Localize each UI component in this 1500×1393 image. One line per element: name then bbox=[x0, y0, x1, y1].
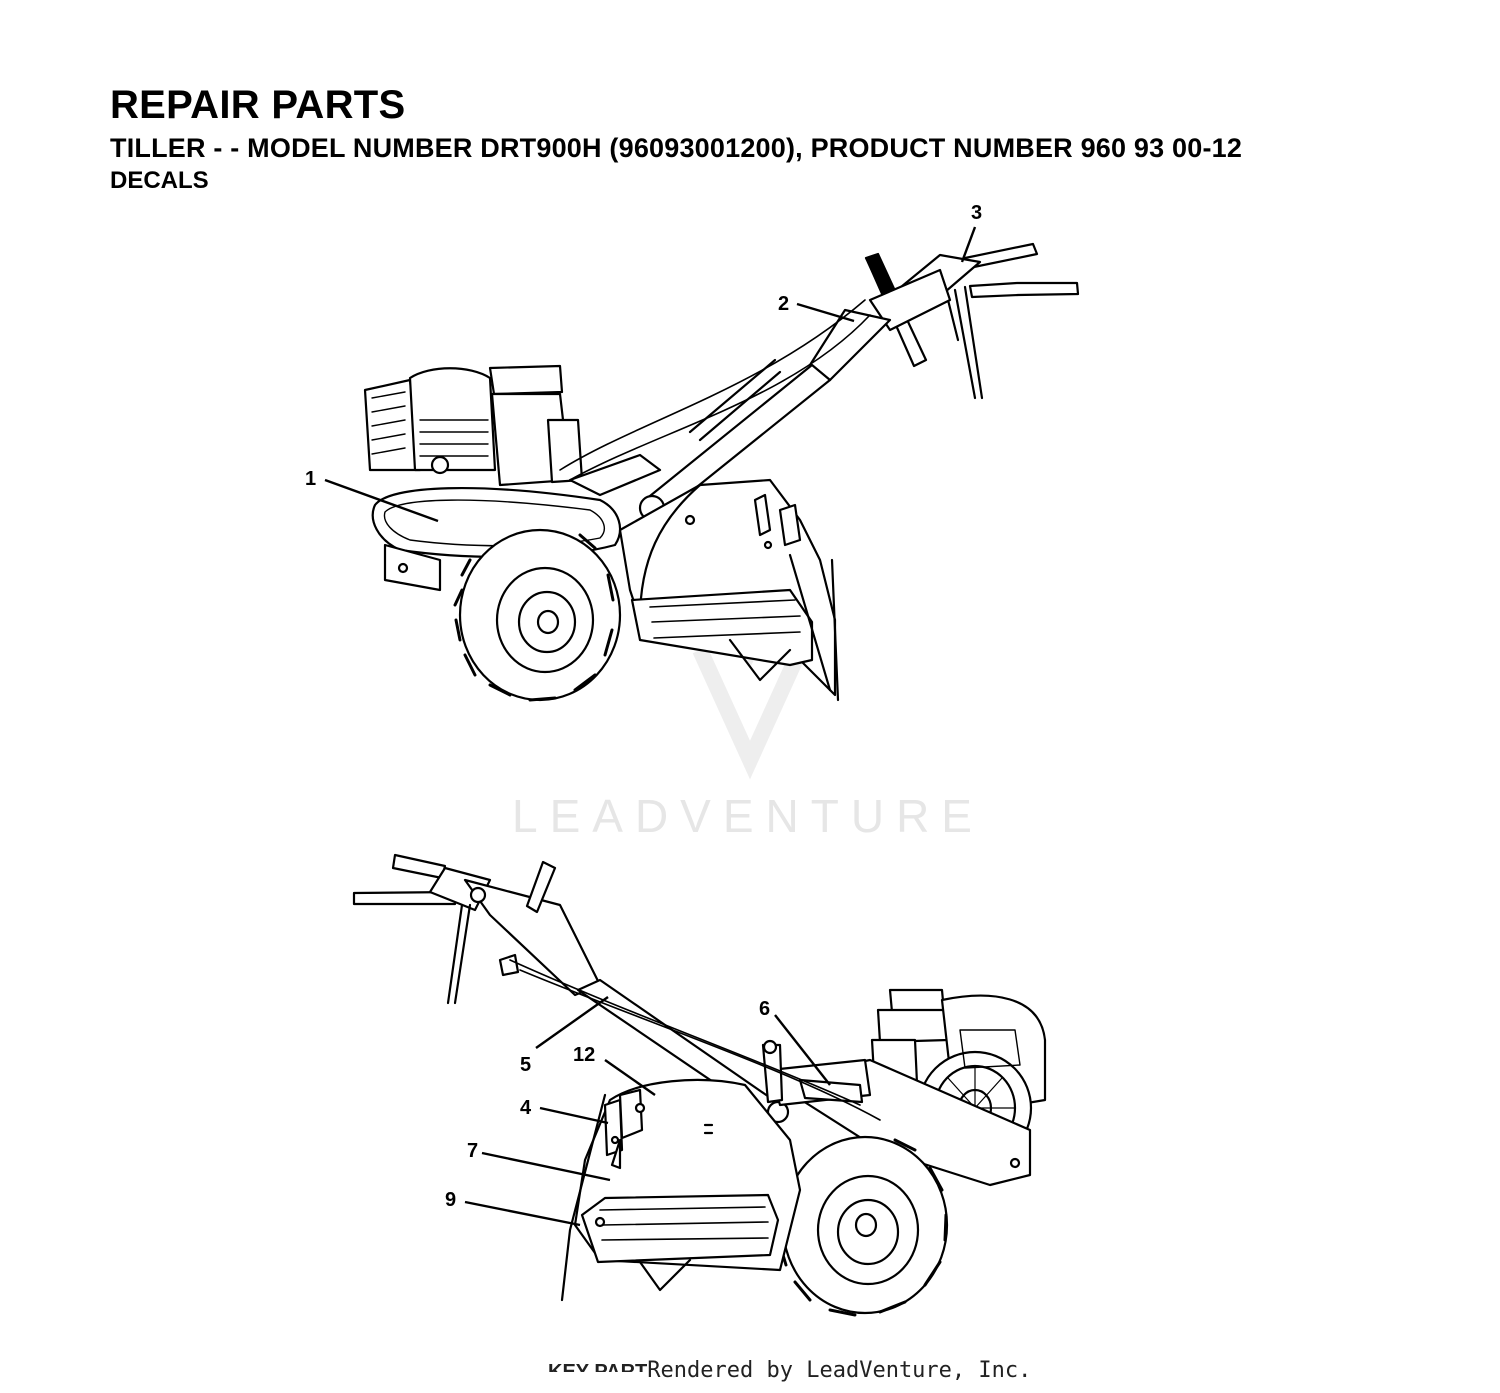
handlebar-top bbox=[638, 242, 1080, 522]
leader-lines-top bbox=[324, 226, 977, 523]
footer: KEY PARTRendered by LeadVenture, Inc. bbox=[548, 1358, 1031, 1383]
leader-lines-bottom bbox=[464, 996, 831, 1227]
callout-6: 6 bbox=[759, 998, 770, 1020]
footer-rendered-by: Rendered by LeadVenture, Inc. bbox=[647, 1358, 1032, 1383]
callout-labels: 1 2 3 4 5 6 7 9 12 bbox=[305, 202, 982, 1211]
callout-7: 7 bbox=[467, 1140, 478, 1162]
page-header: REPAIR PARTS TILLER - - MODEL NUMBER DRT… bbox=[110, 82, 1242, 196]
wheel-top bbox=[453, 528, 622, 702]
tiller-bottom-view bbox=[352, 853, 1047, 1317]
callout-3: 3 bbox=[971, 202, 982, 224]
tine-hood-top bbox=[568, 453, 840, 702]
callout-1: 1 bbox=[305, 468, 316, 490]
tine-hood-bottom bbox=[560, 1078, 802, 1302]
tiller-top-view bbox=[363, 242, 1080, 702]
page-subtitle: TILLER - - MODEL NUMBER DRT900H (9609300… bbox=[110, 133, 1243, 163]
frame-bottom bbox=[761, 1039, 1032, 1187]
callout-9: 9 bbox=[445, 1189, 456, 1211]
callout-5: 5 bbox=[520, 1054, 531, 1076]
callout-2: 2 bbox=[778, 293, 789, 315]
watermark-text: LEADVENTURE bbox=[512, 790, 984, 842]
engine-top bbox=[363, 364, 584, 487]
wheel-bottom bbox=[776, 1135, 949, 1317]
page-title: REPAIR PARTS bbox=[110, 83, 406, 127]
callout-4: 4 bbox=[520, 1097, 532, 1119]
section-title: DECALS bbox=[110, 167, 209, 194]
footer-cut-text: KEY PART bbox=[548, 1361, 648, 1372]
callout-12: 12 bbox=[573, 1044, 595, 1066]
